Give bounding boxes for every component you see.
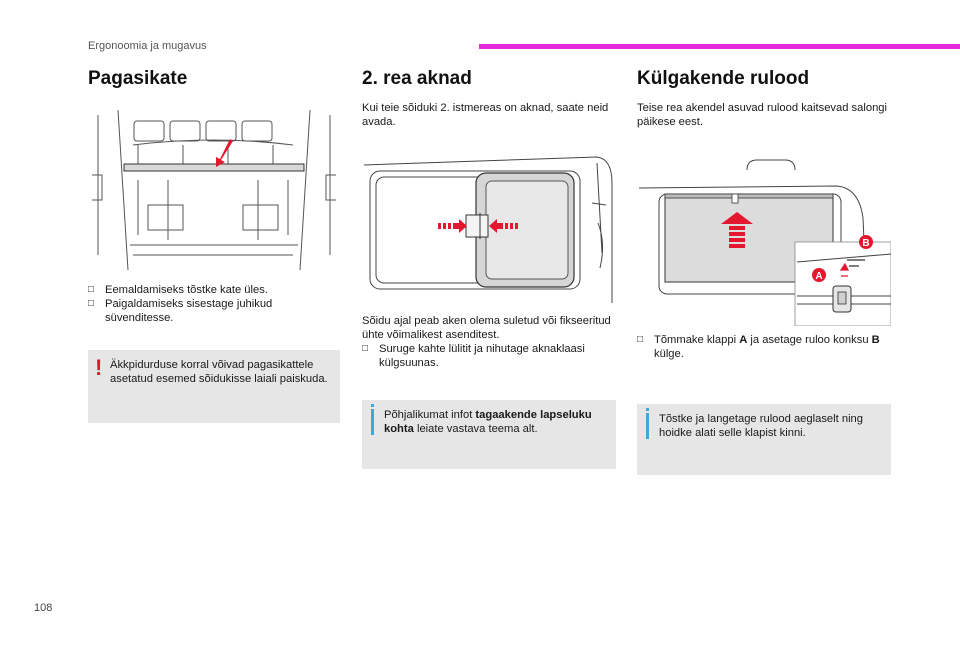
bullet-slide-window: □Suruge kahte lülitit ja nihutage aknakl… — [362, 343, 585, 369]
label-b-marker: B — [862, 238, 869, 249]
title-second-row-windows: 2. rea aknad — [362, 68, 472, 89]
windows-intro: Kui teie sõiduki 2. istmereas on aknad, … — [362, 102, 609, 128]
side-blind-illustration: B A — [638, 159, 891, 326]
info-box-child-lock: Põhjalikumat infot tagaakende lapseluku … — [362, 400, 616, 469]
bullet-install: □Paigaldamiseks sisestage juhikud süvend… — [88, 298, 273, 324]
info-icon — [371, 404, 374, 435]
warning-box: ! Äkkpidurduse korral võivad pagasikatte… — [88, 350, 340, 423]
windows-paragraph: Sõidu ajal peab aken olema suletud või f… — [362, 315, 611, 341]
bullet-attach-blind: □Tõmmake klappi A ja asetage ruloo konks… — [637, 334, 880, 360]
check-box-icon: □ — [88, 298, 95, 309]
luggage-cover-bullets: □Eemaldamiseks tõstke kate üles. □Paigal… — [88, 283, 340, 325]
info-box-blinds: Tõstke ja langetage rulood aeglaselt nin… — [637, 404, 891, 475]
header-accent-bar — [479, 44, 960, 49]
label-a-marker: A — [815, 271, 822, 282]
page-number: 108 — [34, 602, 53, 614]
bullet-remove: □Eemaldamiseks tõstke kate üles. — [88, 284, 268, 296]
column-luggage-cover: Pagasikate — [88, 68, 340, 90]
check-box-icon: □ — [637, 334, 644, 345]
info-icon — [646, 408, 649, 439]
sliding-window-illustration — [363, 156, 613, 303]
column-second-row-windows: 2. rea aknad Kui teie sõiduki 2. istmere… — [362, 68, 616, 129]
title-luggage-cover: Pagasikate — [88, 68, 188, 89]
exclamation-icon: ! — [95, 355, 103, 380]
luggage-cover-illustration — [88, 105, 340, 275]
column-side-blinds: Külgakende rulood Teise rea akendel asuv… — [637, 68, 891, 129]
check-box-icon: □ — [88, 284, 95, 295]
blinds-instructions: □Tõmmake klappi A ja asetage ruloo konks… — [637, 333, 891, 361]
check-box-icon: □ — [362, 343, 369, 354]
title-side-blinds: Külgakende rulood — [637, 68, 810, 89]
blinds-intro: Teise rea akendel asuvad rulood kaitseva… — [637, 102, 888, 128]
section-header: Ergonoomia ja mugavus — [88, 40, 207, 52]
windows-instructions: Sõidu ajal peab aken olema suletud või f… — [362, 314, 616, 370]
